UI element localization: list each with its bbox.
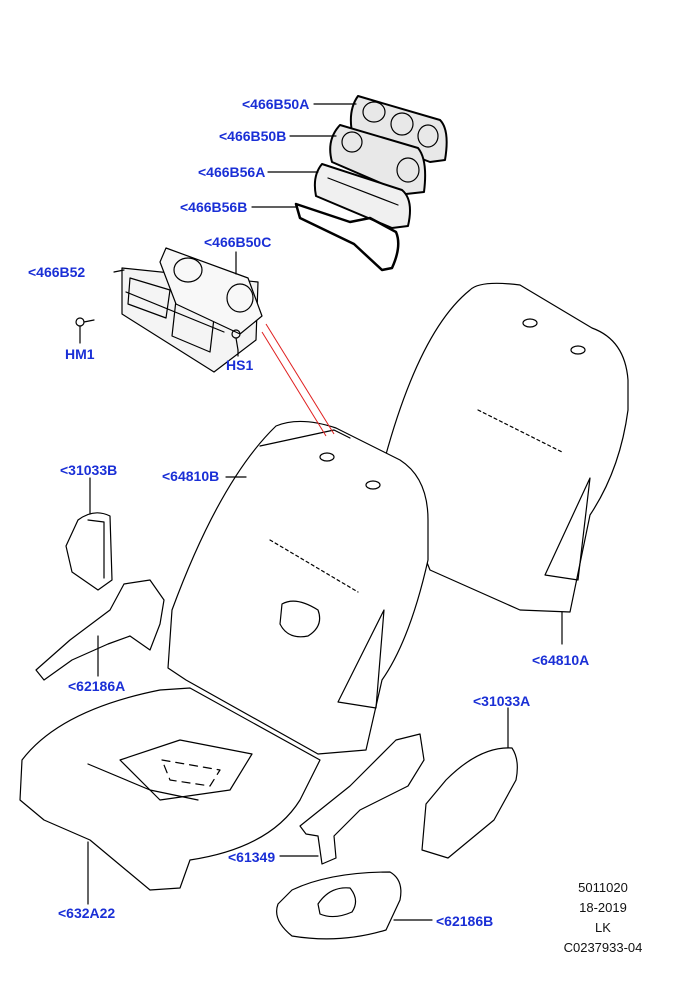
callout-HS1[interactable]: HS1 [226, 357, 254, 373]
model-year: 18-2019 [579, 900, 627, 915]
shield-31033A [421, 747, 518, 859]
callout-632A22[interactable]: <632A22 [58, 905, 116, 921]
diagram-reference-block: 5011020 18-2019 LK C0237933-04 [548, 878, 658, 958]
callout-466B56B[interactable]: <466B56B [180, 199, 248, 215]
shield-31033B [65, 512, 113, 591]
model-code: LK [595, 920, 611, 935]
callout-HM1[interactable]: HM1 [65, 346, 95, 362]
callout-64810B[interactable]: <64810B [162, 468, 220, 484]
trim-frame-466B50A [349, 95, 448, 163]
callout-466B52[interactable]: <466B52 [28, 264, 86, 280]
fastener-HM1 [75, 317, 95, 327]
bracket-62186A [35, 579, 165, 681]
fastener-HS1 [231, 329, 241, 351]
panel-466B56A [313, 163, 411, 229]
callout-31033A[interactable]: <31033A [473, 693, 531, 709]
seal-466B56B [294, 202, 400, 272]
callout-466B56A[interactable]: <466B56A [198, 164, 266, 180]
seat-cushion-632A22 [19, 687, 321, 891]
backrest-pad-64810A [384, 282, 629, 613]
callout-62186B[interactable]: <62186B [436, 913, 494, 929]
backrest-pad-64810B [167, 420, 429, 755]
reference-number: 5011020 [578, 880, 628, 895]
bracket-61349 [299, 733, 425, 865]
highlight-lines [261, 323, 335, 437]
callout-31033B[interactable]: <31033B [60, 462, 118, 478]
callout-62186A[interactable]: <62186A [68, 678, 126, 694]
pad-62186B [276, 871, 402, 940]
callout-466B50A[interactable]: <466B50A [242, 96, 310, 112]
illustration-id: C0237933-04 [563, 940, 643, 955]
callout-61349[interactable]: <61349 [228, 849, 276, 865]
callout-466B50B[interactable]: <466B50B [219, 128, 287, 144]
callout-466B50C[interactable]: <466B50C [204, 234, 272, 250]
callout-64810A[interactable]: <64810A [532, 652, 590, 668]
